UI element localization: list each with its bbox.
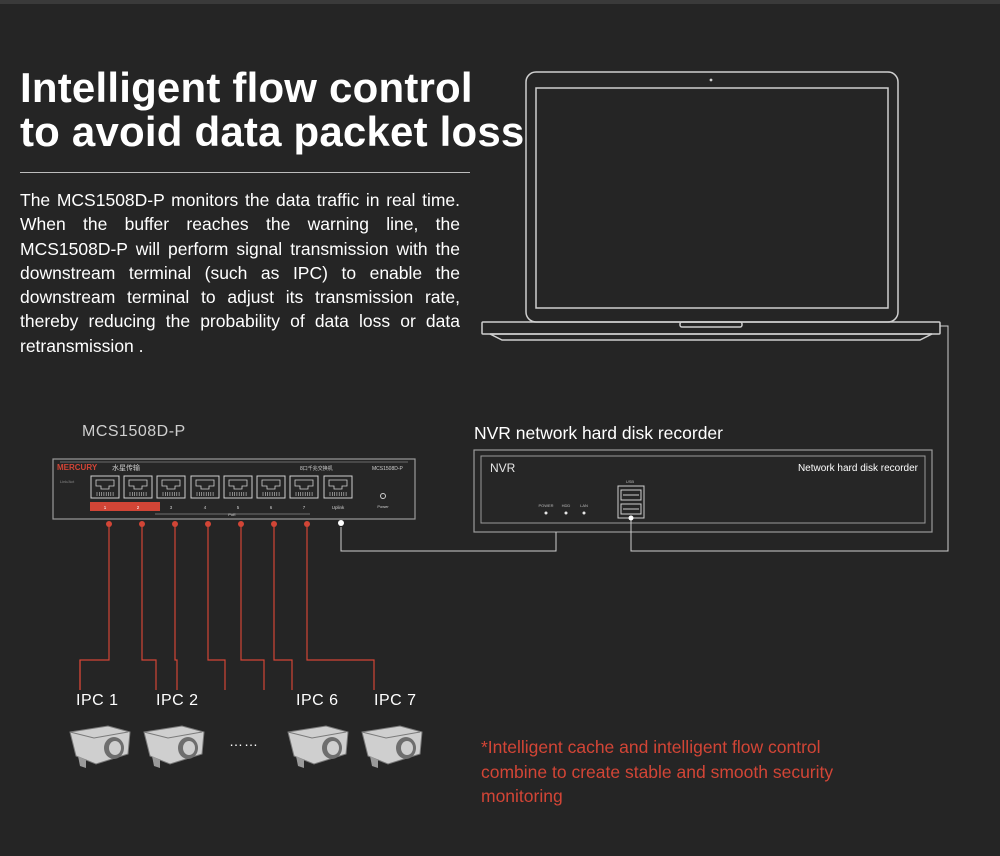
ethernet-port-icon — [156, 475, 186, 499]
ethernet-port-icon — [90, 475, 120, 499]
camera-icon — [287, 725, 349, 768]
port-connector-dot — [106, 521, 112, 527]
ipc-label: IPC 2 — [156, 692, 199, 709]
usb-label: USB — [626, 479, 635, 484]
nvr-led-label: LAN — [580, 503, 588, 508]
svg-text:8口千兆交换机: 8口千兆交换机 — [300, 465, 333, 472]
ipc-label: IPC 1 — [76, 692, 119, 709]
ipc-label: IPC 6 — [296, 692, 339, 709]
port-connector-dot — [172, 521, 178, 527]
port-connector-dot — [238, 521, 244, 527]
nvr-led-label: HDD — [562, 503, 571, 508]
camera-link-line — [240, 524, 265, 690]
nvr-label: NVR network hard disk recorder — [474, 423, 723, 443]
ethernet-port-icon — [123, 475, 153, 499]
poe-label: PoE — [228, 512, 236, 517]
top-border — [0, 0, 1000, 4]
svg-text:Link/Act: Link/Act — [60, 479, 75, 484]
nvr-panel-subtitle: Network hard disk recorder — [798, 463, 919, 474]
power-led-icon — [380, 493, 386, 499]
headline: Intelligent flow control to avoid data p… — [20, 66, 525, 154]
camera-link-line — [306, 524, 375, 690]
camera-ellipsis: …… — [229, 733, 259, 749]
ethernet-port-icon — [190, 475, 220, 499]
ethernet-port-icon — [323, 475, 353, 499]
port-connector-dot — [304, 521, 310, 527]
camera-icon — [69, 725, 131, 768]
port-connector-dot — [205, 521, 211, 527]
camera-lines — [79, 521, 375, 690]
port-connector-dot — [271, 521, 277, 527]
switch-label: MCS1508D-P — [82, 423, 186, 440]
port-label: 7 — [303, 505, 306, 510]
camera-link-line — [174, 524, 178, 690]
switch-model-tag: MCS1508D-P — [372, 466, 404, 472]
headline-line-2: to avoid data packet loss — [20, 108, 525, 155]
camera-link-line — [141, 524, 157, 690]
connection-lines — [338, 325, 949, 552]
headline-line-1: Intelligent flow control — [20, 64, 473, 111]
headline-divider — [20, 172, 470, 173]
camera-link-line — [207, 524, 226, 690]
nvr-panel-title: NVR — [490, 461, 516, 475]
led-icon — [582, 511, 586, 515]
led-icon — [544, 511, 548, 515]
power-label: Power — [377, 504, 389, 509]
svg-text:水星传输: 水星传输 — [112, 463, 140, 472]
port-label: 1 — [104, 505, 107, 510]
switch-ports — [90, 475, 353, 499]
ethernet-port-icon — [223, 475, 253, 499]
laptop-icon — [481, 71, 941, 341]
camera-link-line — [273, 524, 293, 690]
switch-device: MERCURY 水星传输 8口千兆交换机 MCS1508D-P Link/Act… — [52, 458, 416, 520]
ipc-label: IPC 7 — [374, 692, 417, 709]
port-label: 3 — [170, 505, 173, 510]
nvr-device: NVR Network hard disk recorder POWER HDD… — [473, 449, 933, 533]
switch-port-labels: 1 2 3 4 5 6 7 Uplink — [104, 505, 345, 510]
camera-link-line — [79, 524, 110, 690]
port-label: 5 — [237, 505, 240, 510]
port-connector-dot — [139, 521, 145, 527]
camera-icon — [361, 725, 423, 768]
cameras — [69, 725, 423, 768]
switch-brand: MERCURY — [57, 463, 98, 472]
description-text: The MCS1508D-P monitors the data traffic… — [20, 190, 460, 356]
port-label: 2 — [137, 505, 140, 510]
ethernet-port-icon — [256, 475, 286, 499]
port-label: Uplink — [332, 505, 345, 510]
port-label: 6 — [270, 505, 273, 510]
led-icon — [564, 511, 568, 515]
ethernet-port-icon — [289, 475, 319, 499]
nvr-led-label: POWER — [538, 503, 553, 508]
camera-icon — [143, 725, 205, 768]
port-label: 4 — [204, 505, 207, 510]
footnote-text: *Intelligent cache and intelligent flow … — [481, 737, 834, 806]
